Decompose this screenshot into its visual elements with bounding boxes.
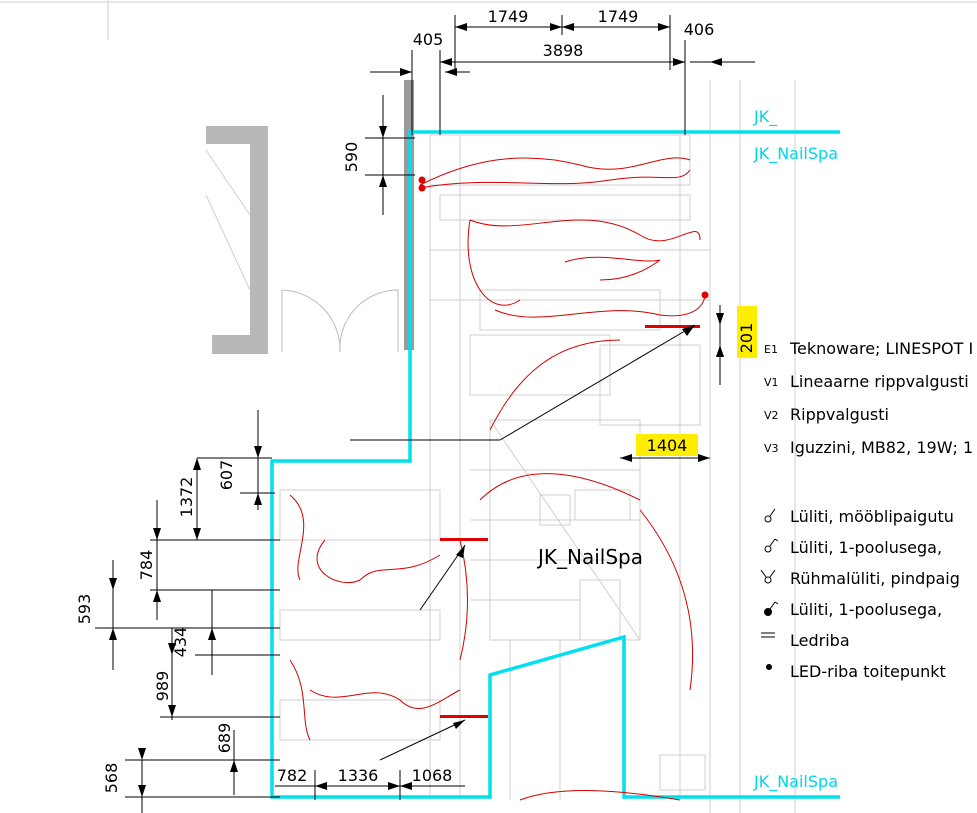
dim-bottom-1068: 1068	[412, 766, 453, 785]
dim-bottom-782: 782	[277, 766, 308, 785]
dim-top-1749-right: 1749	[598, 7, 639, 26]
legend-text: Rippvalgusti	[790, 405, 889, 424]
dim-highlight-1404: 1404	[647, 436, 688, 455]
dim-left-989: 989	[153, 671, 172, 702]
switch-single-pole-icon	[764, 538, 779, 553]
legend-code: V3	[764, 442, 779, 455]
legend-code: V1	[764, 376, 779, 389]
dim-left-784: 784	[137, 550, 156, 581]
dim-left-1372: 1372	[177, 477, 196, 518]
wiring	[289, 157, 706, 801]
legend-code: E1	[764, 343, 778, 356]
led-power-point-icon	[766, 664, 772, 670]
legend-symbols: Lüliti, mööblipaigutu Lüliti, 1-pooluseg…	[760, 507, 960, 681]
legend-code: V2	[764, 409, 779, 422]
zone-boundary	[270, 130, 840, 799]
symbol-text: LED-riba toitepunkt	[790, 662, 946, 681]
dim-left-607: 607	[217, 460, 236, 491]
arrowheads	[109, 23, 724, 797]
highlight-201	[737, 306, 757, 358]
room-label-nailspa: JK_NailSpa	[536, 545, 643, 569]
legend-text: Teknoware; LINESPOT I	[789, 339, 973, 358]
dim-left-593: 593	[75, 594, 94, 625]
symbol-text: Lüliti, mööblipaigutu	[790, 507, 954, 526]
switch-single-pole-dot-icon	[764, 601, 779, 616]
zone-label-jk: JK_	[753, 107, 778, 127]
symbol-text: Ledriba	[790, 631, 850, 650]
dim-top-406: 406	[684, 20, 715, 39]
legend-text: Lineaarne rippvalgusti	[790, 372, 969, 391]
dim-top-3898: 3898	[543, 41, 584, 60]
dim-bottom-1336: 1336	[338, 766, 379, 785]
legend-fixtures: E1 Teknoware; LINESPOT I V1 Lineaarne ri…	[764, 339, 973, 457]
dim-left-434: 434	[171, 627, 190, 658]
wiring-points	[418, 176, 709, 718]
dim-left-568: 568	[102, 763, 121, 794]
dimension-labels: 1749 1749 405 3898 406 590 607 1372 784 …	[75, 7, 756, 793]
group-switch-icon	[760, 569, 776, 584]
zone-labels: JK_ JK_NailSpa JK_NailSpa JK_NailSpa	[536, 107, 838, 792]
zone-label-nailspa-bottom: JK_NailSpa	[753, 772, 838, 792]
symbol-text: Lüliti, 1-poolusega,	[790, 538, 942, 557]
dimension-lines	[95, 15, 755, 813]
dim-top-1749-left: 1749	[488, 7, 529, 26]
dim-top-405: 405	[413, 30, 444, 49]
dim-left-590: 590	[342, 142, 361, 173]
legend-text: Iguzzini, MB82, 19W; 1	[790, 438, 973, 457]
highlight-1404	[636, 434, 698, 456]
zone-label-nailspa-top: JK_NailSpa	[753, 144, 838, 164]
led-strip-icon	[761, 632, 775, 638]
dim-highlight-201: 201	[737, 323, 756, 354]
dim-left-689: 689	[215, 723, 234, 754]
switch-furniture-icon	[764, 508, 776, 523]
symbol-text: Rühmalüliti, pindpaig	[790, 569, 960, 588]
symbol-text: Lüliti, 1-poolusega,	[790, 600, 942, 619]
